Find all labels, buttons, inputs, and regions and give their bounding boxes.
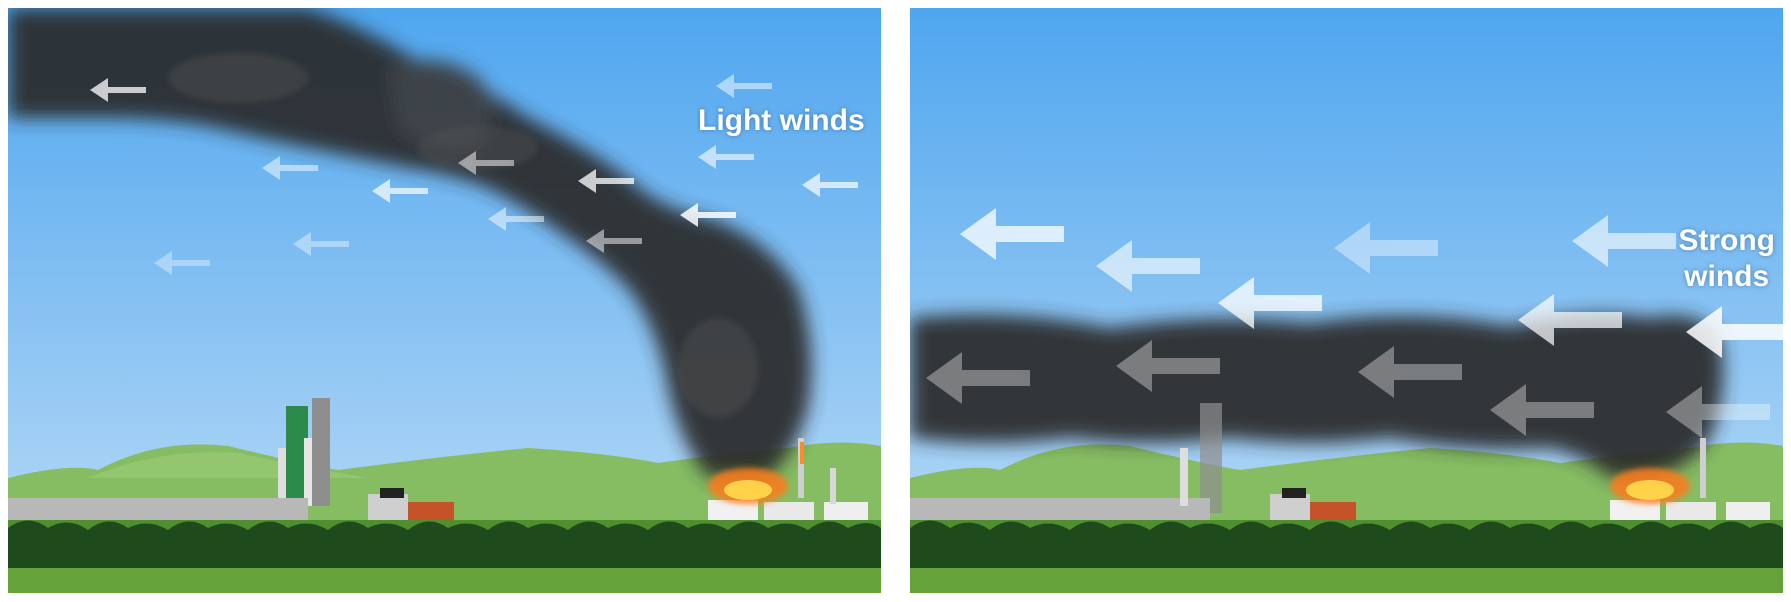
left-arrow-icon <box>1518 294 1622 346</box>
wind-arrows-strong <box>926 208 1783 438</box>
left-arrow-icon <box>488 207 544 231</box>
panel-strong-winds: Strong winds <box>910 8 1783 593</box>
left-arrow-icon <box>90 78 146 102</box>
tree-line <box>8 520 881 568</box>
left-arrow-icon <box>1358 346 1462 398</box>
left-arrow-icon <box>960 208 1064 260</box>
light-winds-label: Light winds <box>698 104 865 137</box>
left-arrow-icon <box>1116 340 1220 392</box>
left-arrow-icon <box>1096 240 1200 292</box>
smoke-plume <box>910 314 1724 478</box>
left-arrow-icon <box>1218 277 1322 329</box>
left-arrow-icon <box>1572 215 1676 267</box>
left-arrow-icon <box>586 229 642 253</box>
strong-winds-label-line2: winds <box>1684 260 1770 293</box>
strong-winds-label-line1: Strong <box>1678 224 1775 257</box>
strong-winds-illustration <box>910 8 1783 593</box>
left-arrow-icon <box>1666 386 1770 438</box>
left-arrow-icon <box>716 74 772 98</box>
left-arrow-icon <box>154 251 210 275</box>
panel-light-winds: Light winds <box>8 8 881 593</box>
left-arrow-icon <box>802 173 858 197</box>
refinery-left <box>8 398 868 530</box>
left-arrow-icon <box>262 156 318 180</box>
left-arrow-icon <box>1334 222 1438 274</box>
left-arrow-icon <box>458 151 514 175</box>
fire-icon <box>1610 468 1690 504</box>
left-arrow-icon <box>293 232 349 256</box>
left-arrow-icon <box>372 179 428 203</box>
left-arrow-icon <box>1490 384 1594 436</box>
wind-arrows-light <box>90 74 858 275</box>
left-arrow-icon <box>680 203 736 227</box>
fire-icon <box>708 442 804 504</box>
left-arrow-icon <box>698 145 754 169</box>
strong-winds-label: Strong winds <box>1678 223 1775 295</box>
left-arrow-icon <box>578 169 634 193</box>
left-arrow-icon <box>926 352 1030 404</box>
light-winds-illustration <box>8 8 881 593</box>
tree-line <box>910 520 1783 568</box>
left-arrow-icon <box>1686 306 1783 358</box>
